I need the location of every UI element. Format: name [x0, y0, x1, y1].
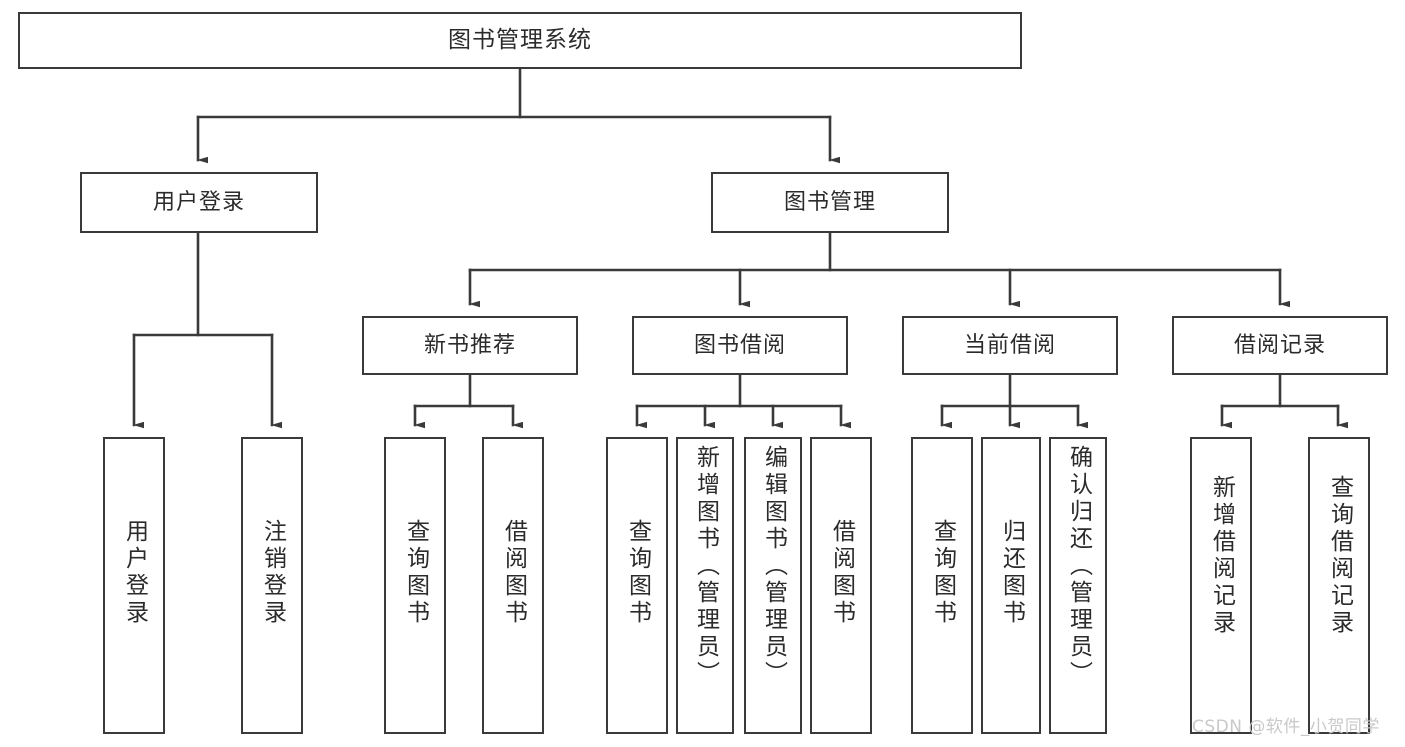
leaf-query-book-2-label: 查询图书 [624, 519, 651, 627]
leaf-user-login-label: 用户登录 [121, 519, 148, 627]
leaf-return-book[interactable]: 归还图书 [981, 437, 1041, 734]
node-user-login-label: 用户登录 [152, 189, 245, 215]
node-borrow-record-label: 借阅记录 [1233, 332, 1326, 358]
leaf-query-record-label: 查询借阅记录 [1326, 475, 1353, 637]
leaf-borrow-book-2-label: 借阅图书 [828, 519, 855, 627]
node-book-manage[interactable]: 图书管理 [711, 172, 949, 233]
leaf-logout-label: 注销登录 [259, 519, 286, 627]
node-book-borrow-label: 图书借阅 [693, 332, 786, 358]
leaf-add-record-label: 新增借阅记录 [1208, 475, 1235, 637]
leaf-query-book-1[interactable]: 查询图书 [384, 437, 446, 734]
leaf-add-book-admin[interactable]: 新增图书（管理员） [676, 437, 734, 734]
leaf-return-book-label: 归还图书 [998, 519, 1025, 627]
leaf-confirm-return-admin[interactable]: 确认归还（管理员） [1049, 437, 1107, 734]
leaf-borrow-book-1[interactable]: 借阅图书 [482, 437, 544, 734]
node-new-book-recommend-label: 新书推荐 [423, 332, 516, 358]
leaf-borrow-book-1-label: 借阅图书 [500, 519, 527, 627]
leaf-confirm-return-admin-label: 确认归还（管理员） [1065, 445, 1092, 688]
leaf-borrow-book-2[interactable]: 借阅图书 [810, 437, 872, 734]
leaf-add-record[interactable]: 新增借阅记录 [1190, 437, 1252, 734]
node-root[interactable]: 图书管理系统 [18, 12, 1022, 69]
node-book-manage-label: 图书管理 [783, 189, 876, 215]
node-root-label: 图书管理系统 [448, 27, 592, 54]
leaf-query-book-3-label: 查询图书 [929, 519, 956, 627]
node-book-borrow[interactable]: 图书借阅 [632, 316, 848, 375]
leaf-query-book-1-label: 查询图书 [402, 519, 429, 627]
node-new-book-recommend[interactable]: 新书推荐 [362, 316, 578, 375]
leaf-edit-book-admin-label: 编辑图书（管理员） [760, 445, 787, 688]
node-borrow-record[interactable]: 借阅记录 [1172, 316, 1388, 375]
leaf-edit-book-admin[interactable]: 编辑图书（管理员） [744, 437, 802, 734]
watermark: CSDN @软件_小贺同学 [1192, 717, 1380, 737]
node-user-login[interactable]: 用户登录 [80, 172, 318, 233]
leaf-query-record[interactable]: 查询借阅记录 [1308, 437, 1370, 734]
leaf-add-book-admin-label: 新增图书（管理员） [692, 445, 719, 688]
leaf-logout[interactable]: 注销登录 [241, 437, 303, 734]
leaf-user-login[interactable]: 用户登录 [103, 437, 165, 734]
node-current-borrow[interactable]: 当前借阅 [902, 316, 1118, 375]
leaf-query-book-2[interactable]: 查询图书 [606, 437, 668, 734]
leaf-query-book-3[interactable]: 查询图书 [911, 437, 973, 734]
node-current-borrow-label: 当前借阅 [963, 332, 1056, 358]
